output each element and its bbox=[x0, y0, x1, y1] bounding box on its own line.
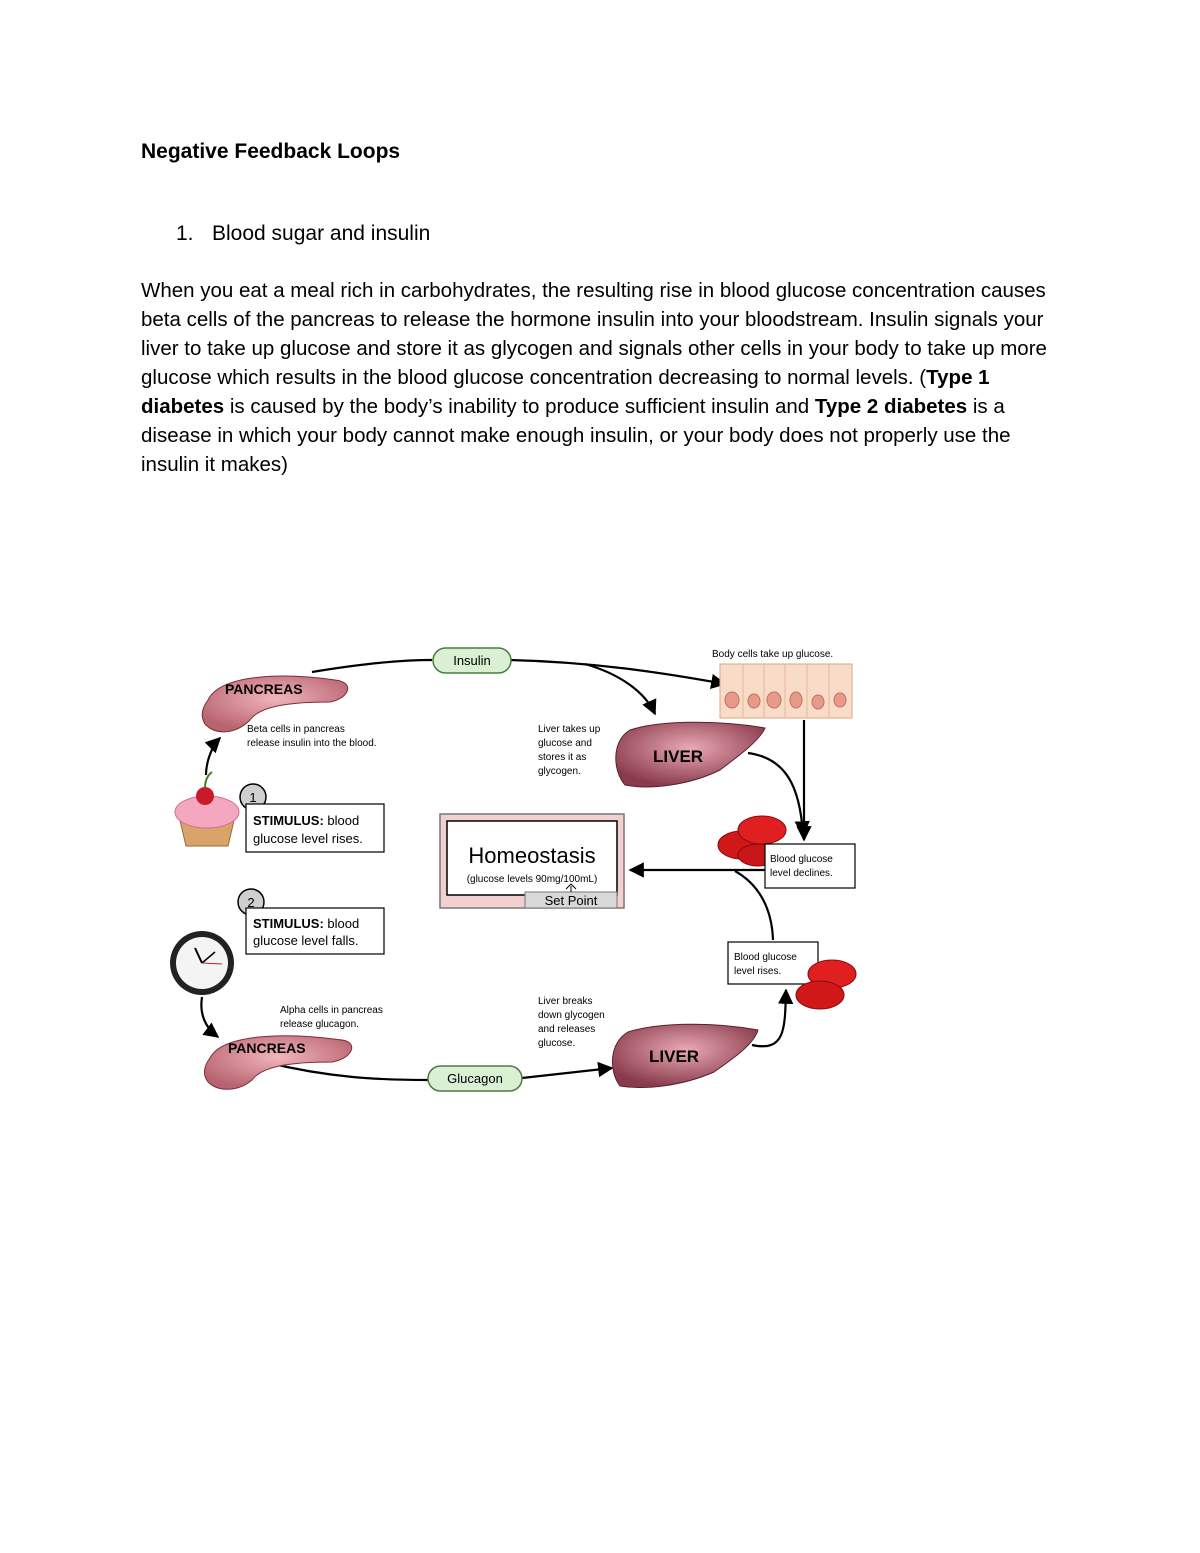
liver-bottom-label: LIVER bbox=[649, 1047, 699, 1066]
pancreas-bottom-icon: PANCREAS bbox=[203, 1035, 353, 1090]
liver-breaks-text-2: down glycogen bbox=[538, 1010, 605, 1021]
declines-text-1: Blood glucose bbox=[770, 854, 833, 865]
liver-top-icon: LIVER bbox=[615, 721, 766, 788]
stimulus-2-bold: STIMULUS: bbox=[253, 916, 324, 931]
glucose-levels-text: (glucose levels 90mg/100mL) bbox=[467, 874, 598, 885]
pancreas-bottom-label: PANCREAS bbox=[228, 1040, 306, 1056]
stimulus-1-line-2: glucose level rises. bbox=[253, 831, 363, 846]
stimulus-2: 2 STIMULUS: blood glucose level falls. bbox=[237, 888, 385, 955]
homeostasis-title: Homeostasis bbox=[468, 843, 595, 868]
stimulus-2-word: blood bbox=[327, 916, 359, 931]
rises-text-1: Blood glucose bbox=[734, 952, 797, 963]
liver-takes-text-3: stores it as bbox=[538, 752, 586, 763]
document: Negative Feedback Loops 1. Blood sugar a… bbox=[141, 140, 1061, 479]
stimulus-2-line-1: STIMULUS: blood bbox=[253, 916, 359, 931]
stimulus-1-bold: STIMULUS: bbox=[253, 813, 324, 828]
feedback-loop-diagram: Insulin Glucagon PANCREAS Beta cells in … bbox=[170, 647, 857, 1092]
homeostasis-box: Homeostasis (glucose levels 90mg/100mL) … bbox=[439, 813, 625, 909]
insulin-label: Insulin bbox=[453, 653, 491, 668]
list-number: 1. bbox=[176, 222, 194, 245]
red-blood-cells-bottom-icon bbox=[795, 959, 857, 1010]
liver-breaks-text-3: and releases bbox=[538, 1024, 595, 1035]
pancreas-top-icon: PANCREAS bbox=[201, 675, 348, 733]
cupcake-icon bbox=[174, 771, 240, 847]
blood-glucose-rises-box: Blood glucose level rises. bbox=[727, 941, 819, 985]
stimulus-2-line-2: glucose level falls. bbox=[253, 933, 359, 948]
liver-breaks-text-1: Liver breaks bbox=[538, 996, 592, 1007]
stimulus-1: 1 STIMULUS: blood glucose level rises. bbox=[239, 783, 385, 853]
body-cells-caption: Body cells take up glucose. bbox=[712, 649, 833, 660]
document-title: Negative Feedback Loops bbox=[141, 140, 401, 163]
stimulus-1-number: 1 bbox=[249, 790, 256, 805]
liver-takes-text-1: Liver takes up bbox=[538, 724, 601, 735]
pancreas-top-label: PANCREAS bbox=[225, 681, 303, 697]
alpha-cells-text-1: Alpha cells in pancreas bbox=[280, 1005, 383, 1016]
rises-text-2: level rises. bbox=[734, 966, 781, 977]
declines-text-2: level declines. bbox=[770, 868, 833, 879]
stimulus-2-number: 2 bbox=[247, 895, 254, 910]
liver-bottom-icon: LIVER bbox=[611, 1023, 759, 1088]
stimulus-1-word: blood bbox=[327, 813, 359, 828]
liver-breaks-text-4: glucose. bbox=[538, 1038, 575, 1049]
para-text-3: is a disease in which your body cannot m… bbox=[141, 395, 1011, 476]
list-text: Blood sugar and insulin bbox=[212, 222, 431, 245]
para-bold-type1: Type 1 diabetes bbox=[141, 366, 990, 418]
alpha-cells-text-2: release glucagon. bbox=[280, 1019, 359, 1030]
clock-icon bbox=[170, 931, 234, 995]
insulin-pill: Insulin bbox=[432, 647, 512, 674]
blood-glucose-declines-box: Blood glucose level declines. bbox=[764, 843, 856, 889]
liver-takes-text-4: glycogen. bbox=[538, 766, 581, 777]
body-cells-icon bbox=[719, 663, 853, 719]
list-item: 1. Blood sugar and insulin bbox=[141, 222, 1061, 246]
para-bold-type2: Type 2 diabetes bbox=[814, 395, 968, 418]
body-paragraph: When you eat a meal rich in carbohydrate… bbox=[141, 276, 1061, 479]
para-text-2: is caused by the body’s inability to pro… bbox=[224, 395, 815, 418]
beta-cells-text-2: release insulin into the blood. bbox=[247, 738, 377, 749]
beta-cells-text-1: Beta cells in pancreas bbox=[247, 724, 345, 735]
stimulus-1-line-1: STIMULUS: blood bbox=[253, 813, 359, 828]
para-text-1: When you eat a meal rich in carbohydrate… bbox=[141, 279, 1047, 389]
liver-takes-text-2: glucose and bbox=[538, 738, 592, 749]
connector-arrows bbox=[200, 658, 812, 1082]
glucagon-pill: Glucagon bbox=[427, 1065, 523, 1092]
liver-top-label: LIVER bbox=[653, 747, 703, 766]
set-point-label: Set Point bbox=[545, 893, 598, 908]
glucagon-label: Glucagon bbox=[447, 1071, 503, 1086]
